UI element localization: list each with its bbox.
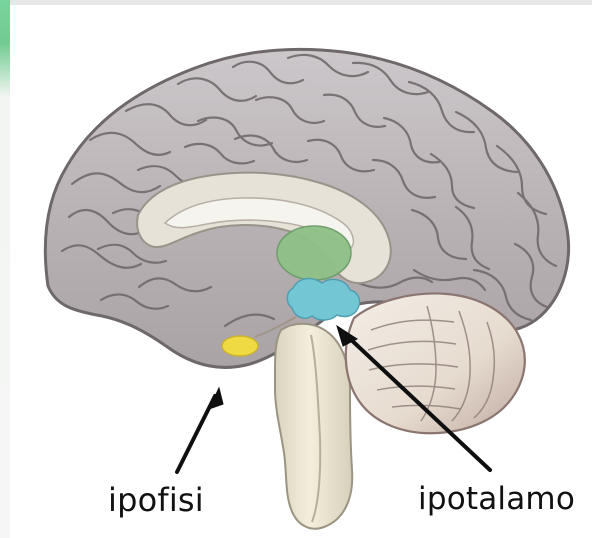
pituitary-gland [222,336,258,356]
thalamus [277,226,351,280]
pituitary-label: ipofisi [108,484,204,516]
pituitary-arrow [177,388,223,472]
hypothalamus-label: ipotalamo [418,484,575,515]
